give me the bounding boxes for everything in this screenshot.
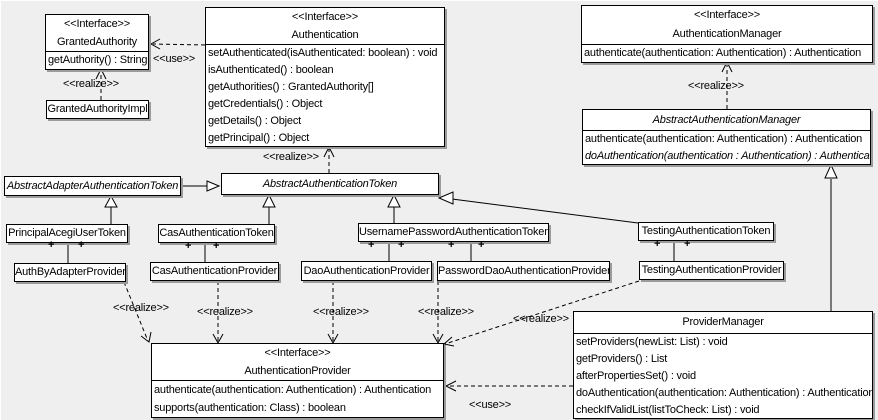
method-row: doAuthentication(authentication: Authent… bbox=[576, 387, 873, 399]
generalization-principal-token bbox=[104, 194, 118, 224]
multiplicity-label: + bbox=[48, 239, 55, 251]
class-abstract-adapter-authentication-token[interactable]: AbstractAdapterAuthenticationToken bbox=[4, 176, 181, 196]
multiplicity-label: + bbox=[398, 239, 405, 251]
realize-label: <<realize>> bbox=[197, 306, 253, 318]
class-granted-authority-impl[interactable]: GrantedAuthorityImpl bbox=[46, 100, 149, 119]
class-provider-manager[interactable]: ProviderManager setProviders(newList: Li… bbox=[573, 311, 873, 419]
multiplicity-label: + bbox=[654, 238, 661, 250]
method-row: isAuthenticated() : boolean bbox=[208, 64, 334, 76]
multiplicity-label: + bbox=[213, 240, 220, 252]
multiplicity-label: + bbox=[185, 240, 192, 252]
realize-testingprovider bbox=[444, 280, 640, 345]
class-authentication[interactable]: <<Interface>> Authentication setAuthenti… bbox=[205, 7, 445, 147]
class-title: TestingAuthenticationToken bbox=[641, 225, 771, 237]
realize-label: <<realize>> bbox=[513, 313, 569, 325]
class-granted-authority[interactable]: <<Interface>> GrantedAuthority getAuthor… bbox=[45, 14, 149, 70]
method-row: getProviders() : List bbox=[576, 353, 668, 365]
stereotype-label: <<Interface>> bbox=[264, 347, 331, 359]
method-row: authenticate(authentication: Authenticat… bbox=[585, 133, 863, 145]
method-row: getCredentials() : Object bbox=[208, 98, 323, 110]
class-title: CasAuthenticationProvider bbox=[151, 265, 278, 277]
method-row: setProviders(newList: List) : void bbox=[576, 336, 728, 348]
class-title: PrincipalAcegiUserToken bbox=[8, 227, 126, 239]
class-cas-authentication-token[interactable]: CasAuthenticationToken bbox=[158, 224, 275, 243]
generalization-cas-token bbox=[262, 193, 276, 224]
realize-label: <<realize>> bbox=[418, 306, 474, 318]
realize-label: <<realize>> bbox=[63, 78, 119, 90]
realize-label: <<realize>> bbox=[263, 151, 319, 163]
method-row: doAuthentication(authentication : Authen… bbox=[585, 150, 871, 162]
class-title: AuthenticationManager bbox=[672, 28, 782, 40]
class-abstract-authentication-manager[interactable]: AbstractAuthenticationManager authentica… bbox=[582, 109, 871, 165]
class-title: AbstractAuthenticationManager bbox=[652, 114, 801, 126]
class-title: GrantedAuthorityImpl bbox=[47, 103, 148, 115]
class-title: TestingAuthenticationProvider bbox=[641, 264, 782, 276]
compartment-divider bbox=[574, 333, 872, 334]
compartment-divider bbox=[46, 51, 148, 52]
class-cas-authentication-provider[interactable]: CasAuthenticationProvider bbox=[150, 262, 279, 281]
class-abstract-authentication-token[interactable]: AbstractAuthenticationToken bbox=[221, 173, 439, 195]
multiplicity-label: + bbox=[78, 239, 85, 251]
class-title: GrantedAuthority bbox=[57, 36, 137, 48]
method-row: authenticate(authentication: Authenticat… bbox=[154, 384, 432, 396]
realize-authbyadapter-provider bbox=[123, 281, 149, 342]
class-principal-acegi-user-token[interactable]: PrincipalAcegiUserToken bbox=[6, 224, 128, 243]
multiplicity-label: + bbox=[448, 239, 455, 251]
use-authentication-grantedauthority bbox=[152, 43, 206, 46]
class-password-dao-authentication-provider[interactable]: PasswordDaoAuthenticationProvider bbox=[437, 261, 610, 281]
method-row: authenticate(authentication: Authenticat… bbox=[584, 47, 862, 59]
class-authentication-manager[interactable]: <<Interface>> AuthenticationManager auth… bbox=[581, 5, 873, 63]
class-dao-authentication-provider[interactable]: DaoAuthenticationProvider bbox=[301, 261, 432, 281]
method-row: supports(authentication: Class) : boolea… bbox=[154, 402, 346, 414]
stereotype-label: <<Interface>> bbox=[64, 18, 130, 30]
class-username-password-authentication-token[interactable]: UsernamePasswordAuthenticationToken bbox=[358, 223, 549, 242]
generalization-testing-token bbox=[437, 191, 639, 224]
use-label: <<use>> bbox=[469, 399, 512, 411]
stereotype-label: <<Interface>> bbox=[694, 9, 760, 21]
realize-label: <<realize>> bbox=[688, 80, 744, 92]
method-row: checkIfValidList(listToCheck: List) : vo… bbox=[576, 404, 760, 416]
class-title: UsernamePasswordAuthenticationToken bbox=[359, 226, 549, 238]
method-row: afterPropertiesSet() : void bbox=[576, 370, 696, 382]
class-title: ProviderManager bbox=[682, 316, 764, 328]
multiplicity-label: + bbox=[478, 239, 485, 251]
class-auth-by-adapter-provider[interactable]: AuthByAdapterProvider bbox=[14, 263, 126, 282]
compartment-divider bbox=[206, 44, 444, 45]
class-testing-authentication-provider[interactable]: TestingAuthenticationProvider bbox=[639, 261, 784, 280]
realize-label: <<realize>> bbox=[313, 306, 369, 318]
class-title: Authentication bbox=[291, 29, 359, 41]
generalization-adapter-token bbox=[180, 180, 221, 192]
generalization-provider-manager bbox=[824, 163, 838, 311]
class-testing-authentication-token[interactable]: TestingAuthenticationToken bbox=[638, 222, 774, 241]
method-row: setAuthenticated(isAuthenticated: boolea… bbox=[208, 47, 438, 59]
class-title: CasAuthenticationToken bbox=[159, 227, 274, 239]
class-title: AuthByAdapterProvider bbox=[15, 266, 126, 278]
compartment-divider bbox=[583, 130, 870, 131]
class-title: AbstractAdapterAuthenticationToken bbox=[6, 180, 179, 192]
method-row: getPrincipal() : Object bbox=[208, 132, 310, 144]
class-title: PasswordDaoAuthenticationProvider bbox=[438, 265, 610, 277]
use-label: <<use>> bbox=[153, 53, 196, 65]
compartment-divider bbox=[582, 44, 872, 45]
stereotype-label: <<Interface>> bbox=[292, 11, 358, 23]
multiplicity-label: + bbox=[684, 238, 691, 250]
multiplicity-label: + bbox=[368, 239, 375, 251]
realize-label: <<realize>> bbox=[113, 302, 169, 314]
generalization-usernamepassword-token bbox=[387, 193, 401, 223]
class-title: AuthenticationProvider bbox=[244, 365, 351, 377]
method-row: getAuthorities() : GrantedAuthority[] bbox=[208, 81, 374, 93]
compartment-divider bbox=[152, 380, 443, 381]
method-row: getDetails() : Object bbox=[208, 115, 302, 127]
class-title: DaoAuthenticationProvider bbox=[303, 265, 430, 277]
class-authentication-provider[interactable]: <<Interface>> AuthenticationProvider aut… bbox=[151, 343, 444, 418]
class-title: AbstractAuthenticationToken bbox=[262, 178, 398, 190]
method-row: getAuthority() : String bbox=[48, 54, 148, 66]
